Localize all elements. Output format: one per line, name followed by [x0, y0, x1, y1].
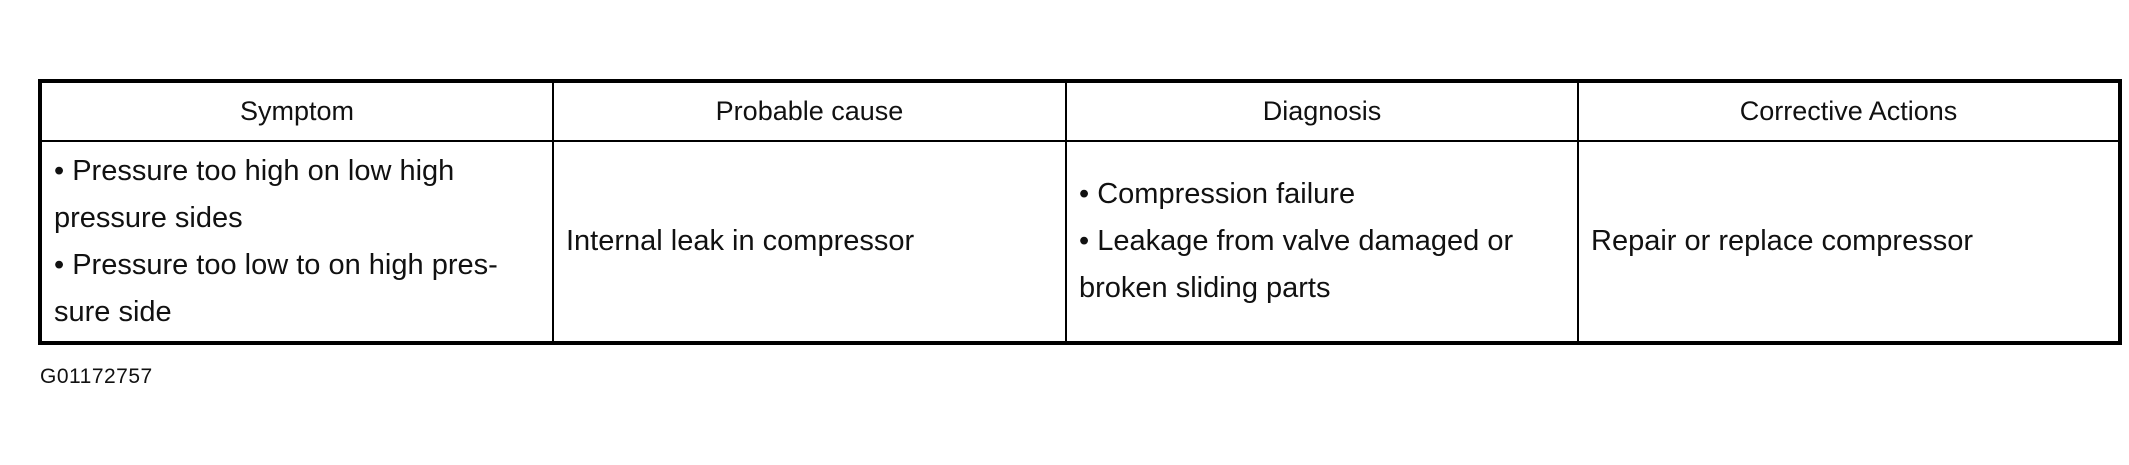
probable-cause-cell: Internal leak in compressor — [552, 140, 1067, 344]
table-row: • Pressure too high on low high pressure… — [39, 140, 2121, 344]
header-diagnosis: Diagnosis — [1065, 80, 1579, 142]
symptom-line: pressure sides — [54, 201, 243, 234]
diagnosis-table: Symptom Probable cause Diagnosis Correct… — [38, 79, 2122, 345]
diagnosis-line: • Compression failure — [1079, 178, 1356, 210]
header-probable-cause: Probable cause — [552, 80, 1067, 142]
symptom-cell: • Pressure too high on low high pressure… — [39, 140, 554, 344]
diagnosis-cell: • Compression failure • Leakage from val… — [1065, 140, 1579, 344]
header-symptom: Symptom — [39, 80, 554, 142]
table-header-row: Symptom Probable cause Diagnosis Correct… — [39, 80, 2121, 142]
symptom-line: • Pressure too high on low high — [54, 154, 455, 187]
diagnosis-line: • Leakage from valve damaged or — [1079, 225, 1514, 257]
corrective-action-cell: Repair or replace compressor — [1577, 140, 2121, 344]
symptom-line: • Pressure too low to on high pres- — [54, 248, 498, 281]
header-corrective-actions: Corrective Actions — [1577, 80, 2121, 142]
diagnosis-line: broken sliding parts — [1079, 272, 1331, 304]
figure-caption: G01172757 — [40, 365, 153, 388]
symptom-line: sure side — [54, 295, 172, 328]
